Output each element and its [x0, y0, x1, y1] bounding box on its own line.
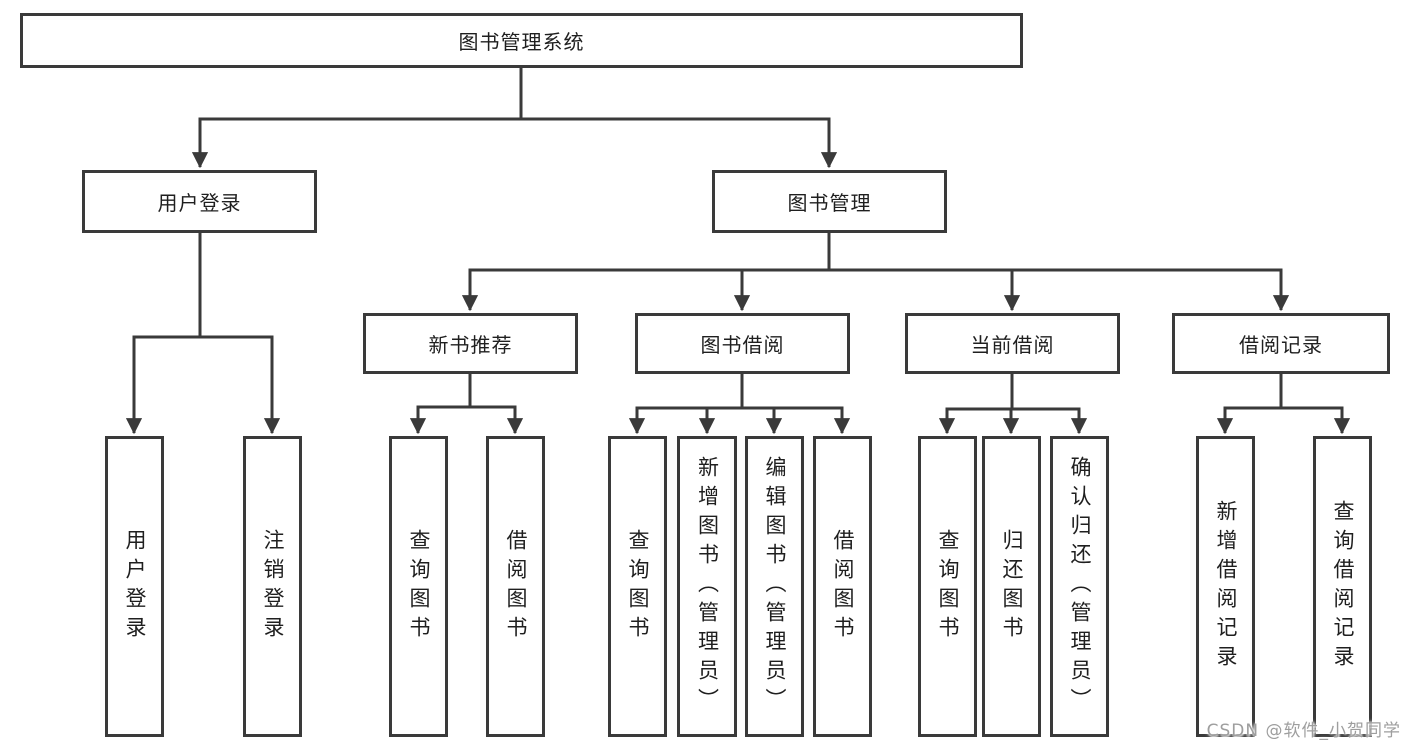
node-borrow-records-label: 借阅记录	[1239, 333, 1323, 357]
leaf-recommend-query-books: 查询图书	[389, 436, 448, 737]
leaf-recommend-borrow-books: 借阅图书	[486, 436, 545, 737]
node-library-system: 图书管理系统	[20, 13, 1023, 68]
leaf-records-add-record: 新增借阅记录	[1196, 436, 1255, 737]
leaf-borrow-query-books-label: 查询图书	[626, 528, 650, 645]
node-library-system-label: 图书管理系统	[458, 30, 585, 54]
node-current-borrow: 当前借阅	[905, 313, 1120, 374]
leaf-borrow-borrow-books-label: 借阅图书	[831, 528, 855, 645]
node-new-book-recommend: 新书推荐	[363, 313, 578, 374]
leaf-current-return-books-label: 归还图书	[1000, 528, 1024, 645]
leaf-borrow-edit-books-admin: 编辑图书（管理员）	[745, 436, 804, 737]
leaf-current-confirm-return-admin-label: 确认归还（管理员）	[1068, 456, 1092, 717]
leaf-current-return-books: 归还图书	[982, 436, 1041, 737]
node-borrow-records: 借阅记录	[1172, 313, 1390, 374]
node-user-login-label: 用户登录	[157, 191, 242, 215]
leaf-recommend-query-books-label: 查询图书	[407, 528, 431, 645]
node-book-management-label: 图书管理	[787, 191, 872, 215]
csdn-watermark: CSDN @软件_小贺同学	[1206, 721, 1401, 741]
leaf-borrow-add-books-admin: 新增图书（管理员）	[677, 436, 737, 737]
leaf-logout-label: 注销登录	[261, 528, 285, 645]
node-user-login: 用户登录	[82, 170, 317, 233]
leaf-records-query-record-label: 查询借阅记录	[1331, 499, 1355, 674]
leaf-current-query-books: 查询图书	[918, 436, 977, 737]
leaf-logout: 注销登录	[243, 436, 302, 737]
leaf-records-add-record-label: 新增借阅记录	[1214, 499, 1238, 674]
leaf-user-login-label: 用户登录	[123, 528, 147, 645]
leaf-borrow-borrow-books: 借阅图书	[813, 436, 872, 737]
leaf-recommend-borrow-books-label: 借阅图书	[504, 528, 528, 645]
leaf-records-query-record: 查询借阅记录	[1313, 436, 1372, 737]
leaf-borrow-edit-books-admin-label: 编辑图书（管理员）	[763, 456, 787, 717]
node-current-borrow-label: 当前借阅	[970, 333, 1055, 357]
leaf-user-login: 用户登录	[105, 436, 164, 737]
leaf-borrow-query-books: 查询图书	[608, 436, 667, 737]
leaf-current-query-books-label: 查询图书	[936, 528, 960, 645]
leaf-current-confirm-return-admin: 确认归还（管理员）	[1050, 436, 1109, 737]
node-book-borrow: 图书借阅	[635, 313, 850, 374]
node-book-borrow-label: 图书借阅	[700, 333, 785, 357]
node-book-management: 图书管理	[712, 170, 947, 233]
node-new-book-recommend-label: 新书推荐	[428, 333, 513, 357]
leaf-borrow-add-books-admin-label: 新增图书（管理员）	[695, 456, 720, 717]
